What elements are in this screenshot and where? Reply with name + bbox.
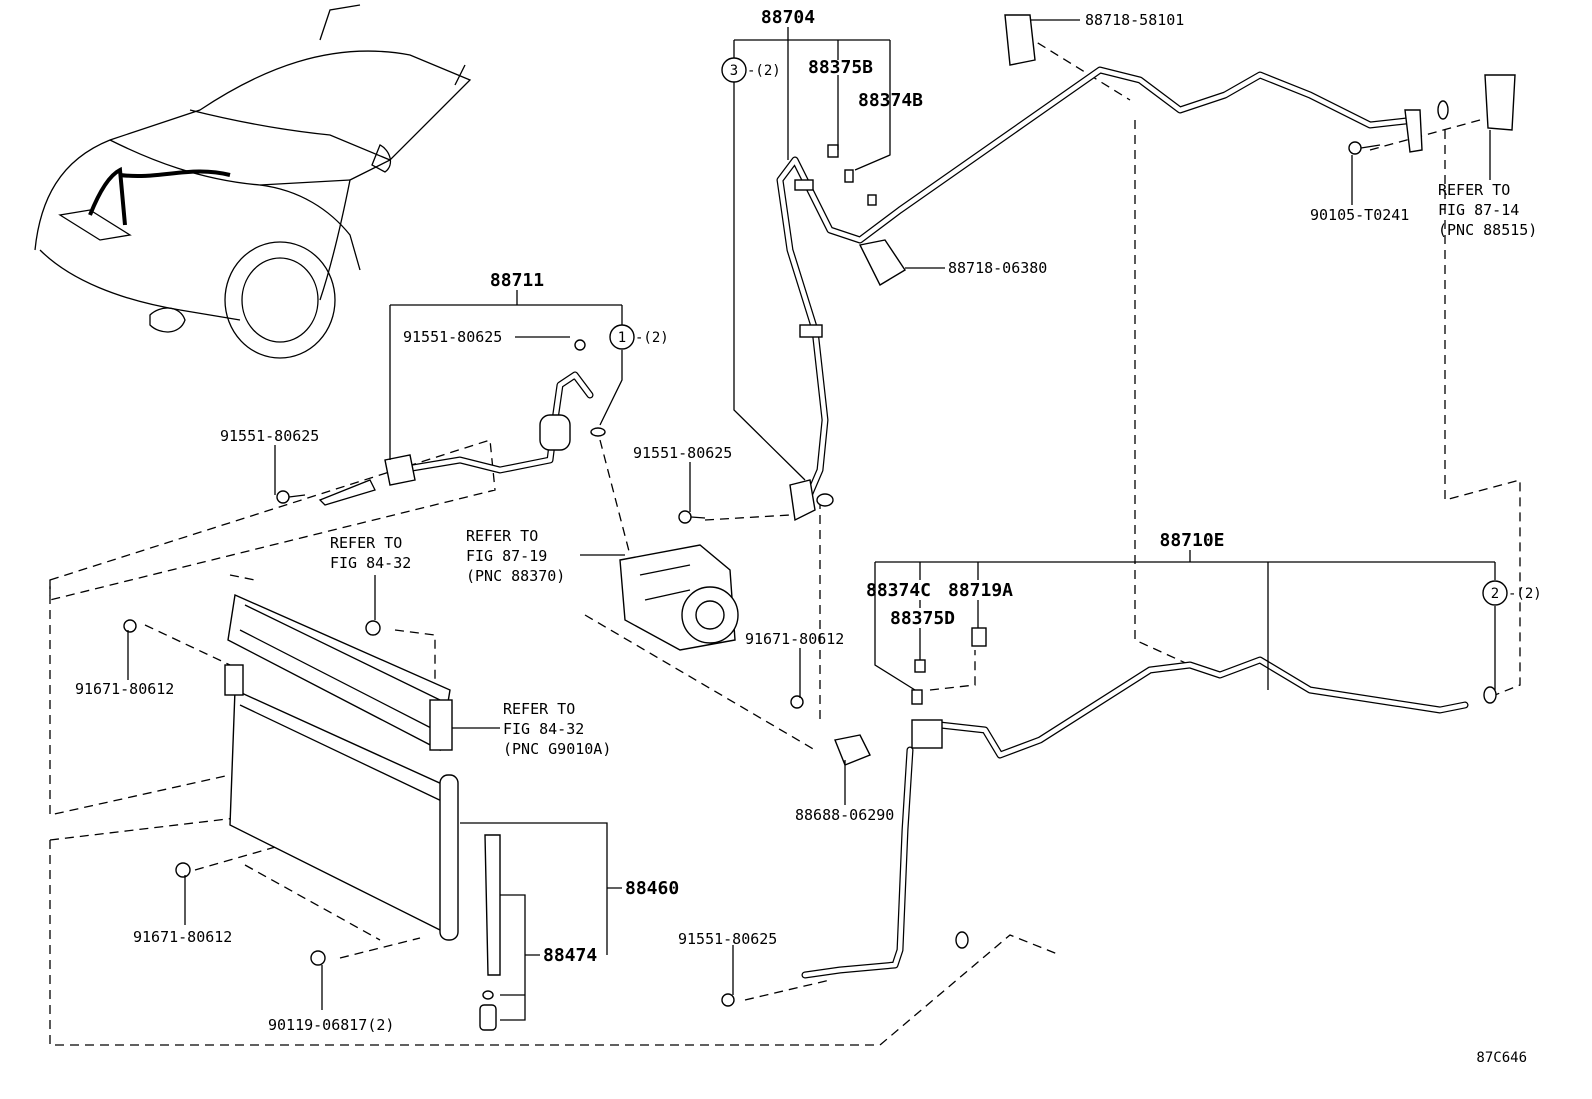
label-91671-80612-c: 91671-80612 [133, 928, 232, 946]
ref-fig-87-19-line1: REFER TO [466, 527, 538, 545]
discharge-hose-88711 [276, 339, 606, 506]
circle-ref-2: 2 -(2) [1482, 580, 1542, 606]
vehicle-illustration [34, 4, 472, 359]
label-91671-80612-b: 91671-80612 [745, 630, 844, 648]
circle-ref-3-qty: -(2) [747, 63, 781, 79]
label-88374C: 88374C [866, 580, 931, 601]
circle-ref-3-number: 3 [730, 63, 738, 79]
condenser-boundary-outer [49, 580, 231, 816]
circle-ref-2-qty: -(2) [1508, 586, 1542, 602]
label-90105-T0241: 90105-T0241 [1310, 206, 1409, 224]
label-88374B: 88374B [858, 90, 923, 111]
condenser-88460 [123, 593, 501, 1031]
suction-hose-88704 [776, 14, 1516, 522]
label-91551-80625-b: 91551-80625 [220, 427, 319, 445]
label-90119-06817: 90119-06817(2) [268, 1016, 394, 1034]
label-88704: 88704 [761, 7, 815, 28]
circle-ref-1: 1 -(2) [609, 324, 669, 350]
figure-code: 87C646 [1476, 1050, 1527, 1066]
label-88710E: 88710E [1159, 530, 1224, 551]
label-88688-06290: 88688-06290 [795, 806, 894, 824]
leader-lines [127, 19, 1496, 1021]
label-88719A: 88719A [948, 580, 1013, 601]
circle-ref-1-number: 1 [618, 330, 626, 346]
label-88474: 88474 [543, 945, 597, 966]
label-88718-58101: 88718-58101 [1085, 11, 1184, 29]
ref-fig-84-32-a-line2: FIG 84-32 [330, 554, 411, 572]
liquid-line-88710E [678, 510, 1497, 1007]
circle-ref-3: 3 -(2) [721, 57, 781, 83]
label-88375D: 88375D [890, 608, 955, 629]
label-88718-06380: 88718-06380 [948, 259, 1047, 277]
condenser-boundary-lower [49, 840, 1061, 1046]
ref-fig-84-32-b-line3: (PNC G9010A) [503, 740, 611, 758]
condenser-boundary-upper [49, 439, 496, 601]
label-88375B: 88375B [808, 57, 873, 78]
label-91551-80625-a: 91551-80625 [403, 328, 502, 346]
ref-fig-87-19-line2: FIG 87-19 [466, 547, 547, 565]
ref-fig-84-32-b-line1: REFER TO [503, 700, 575, 718]
label-88460: 88460 [625, 878, 679, 899]
label-91671-80612-a: 91671-80612 [75, 680, 174, 698]
compressor [619, 544, 739, 651]
ref-fig-87-14-line1: REFER TO [1438, 181, 1510, 199]
ref-fig-84-32-a-line1: REFER TO [330, 534, 402, 552]
circle-ref-2-number: 2 [1491, 586, 1499, 602]
label-88711: 88711 [490, 270, 544, 291]
ref-fig-87-19-line3: (PNC 88370) [466, 567, 565, 585]
ref-fig-84-32-b-line2: FIG 84-32 [503, 720, 584, 738]
label-91551-80625-d: 91551-80625 [678, 930, 777, 948]
circle-ref-1-qty: -(2) [635, 330, 669, 346]
label-91551-80625-c: 91551-80625 [633, 444, 732, 462]
ref-fig-87-14-line2: FIG 87-14 [1438, 201, 1519, 219]
ref-fig-87-14-line3: (PNC 88515) [1438, 221, 1537, 239]
